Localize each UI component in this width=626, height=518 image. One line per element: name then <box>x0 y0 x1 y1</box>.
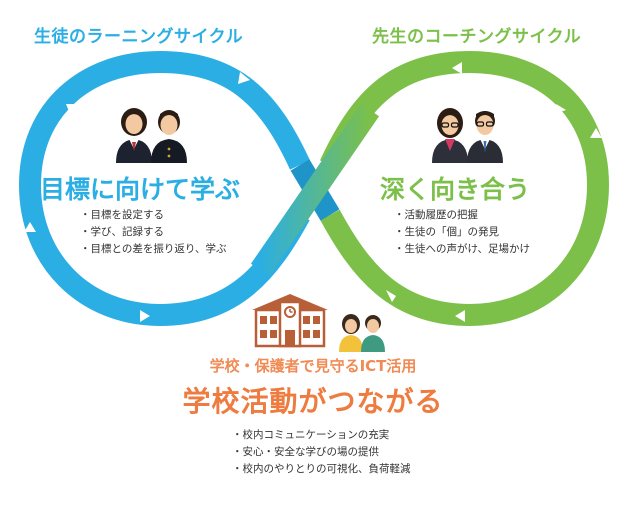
arrow-icon <box>24 222 36 232</box>
flow-arrows <box>24 62 602 322</box>
learning-cycle-title: 生徒のラーニングサイクル <box>34 27 244 47</box>
list-item: 生徒への声がけ、足場かけ <box>394 241 530 258</box>
list-item: 学び、記録する <box>80 224 226 241</box>
learning-cycle-list: 目標を設定する 学び、記録する 目標との差を振り返り、学ぶ <box>80 207 227 258</box>
list-item: 目標との差を振り返り、学ぶ <box>80 241 227 258</box>
list-item: 校内のやりとりの可視化、負荷軽減 <box>232 461 411 478</box>
list-item: 生徒の「個」の発見 <box>394 224 530 241</box>
list-item: 目標を設定する <box>80 207 226 224</box>
arrow-icon <box>554 104 566 114</box>
list-item: 安心・安全な学びの場の提供 <box>232 444 411 461</box>
arrow-icon <box>386 290 396 302</box>
loop-crossing-front <box>250 103 380 277</box>
school-building-icon <box>252 294 328 348</box>
coaching-cycle-list: 活動履歴の把握 生徒の「個」の発見 生徒への声がけ、足場かけ <box>394 207 530 258</box>
coaching-cycle-title: 先生のコーチングサイクル <box>372 27 582 47</box>
arrow-icon <box>238 72 250 84</box>
coaching-cycle-heading: 深く向き合う <box>380 175 531 204</box>
arrow-icon <box>140 310 150 322</box>
arrow-icon <box>455 310 465 322</box>
learning-cycle-loop <box>18 50 310 327</box>
arrow-icon <box>452 62 462 74</box>
arrow-icon <box>590 128 602 138</box>
teachers-icon <box>432 108 503 163</box>
arrow-icon <box>66 104 78 114</box>
learning-cycle-heading: 目標に向けて学ぶ <box>40 175 241 204</box>
school-activity-subtitle: 学校・保護者で見守るICT活用 <box>209 357 417 375</box>
students-icon <box>116 108 187 163</box>
coaching-cycle-loop <box>320 50 610 327</box>
school-activity-heading: 学校活動がつながる <box>182 385 444 418</box>
school-activity-list: 校内コミュニケーションの充実 安心・安全な学びの場の提供 校内のやりとりの可視化… <box>232 427 411 478</box>
list-item: 活動履歴の把握 <box>394 207 530 224</box>
list-item: 校内コミュニケーションの充実 <box>232 427 411 444</box>
parents-icon <box>339 314 385 352</box>
